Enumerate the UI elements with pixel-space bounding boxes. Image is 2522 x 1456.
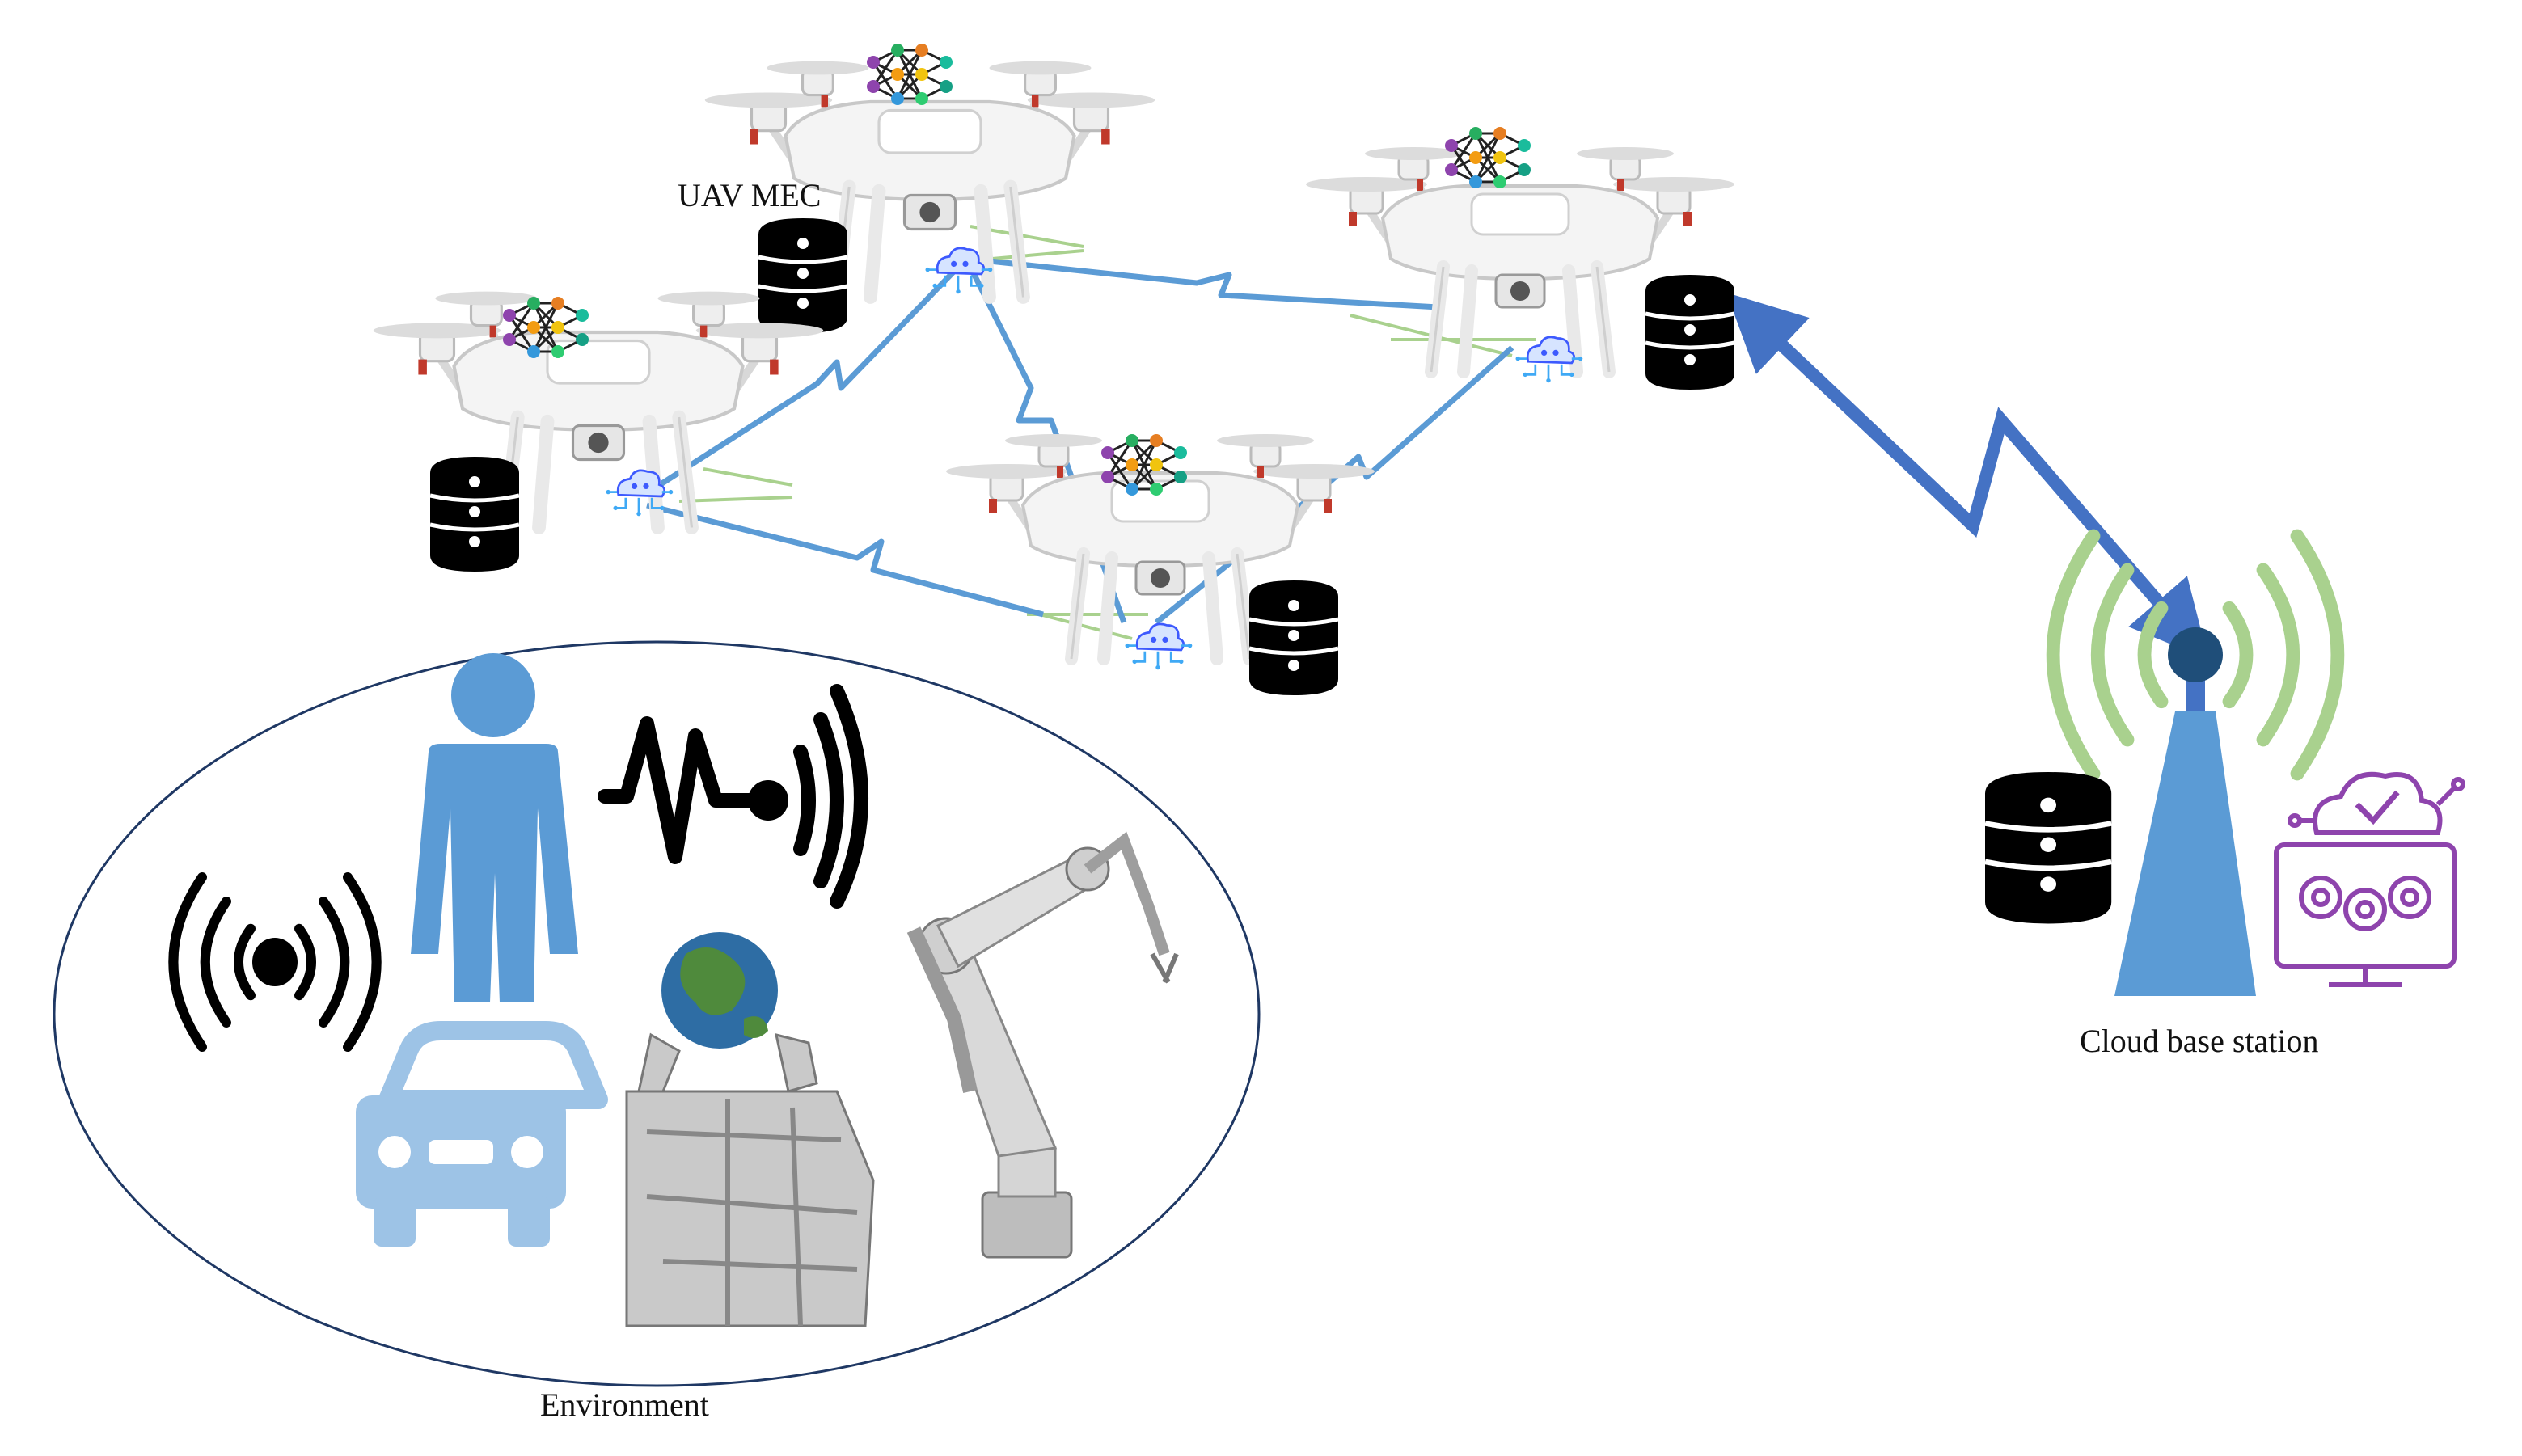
- database-icon: [1249, 580, 1338, 695]
- neural-network-icon: [1443, 125, 1532, 190]
- uav-center: [946, 434, 1375, 695]
- link-uav-left-to-center: [646, 502, 1044, 618]
- uav-mec-label: UAV MEC: [678, 177, 822, 213]
- backhaul-link: [1726, 293, 2209, 660]
- robot-hands-globe-icon: [625, 932, 875, 1327]
- cloud-gears-monitor-icon: [2274, 771, 2465, 987]
- antenna-tower-icon: [2114, 627, 2256, 996]
- database-icon: [758, 218, 847, 333]
- heartbeat-signal-icon: [598, 684, 868, 909]
- uav-left: [374, 292, 824, 572]
- environment-label: Environment: [540, 1386, 709, 1423]
- ai-cloud-chip-icon: [1124, 622, 1193, 671]
- cloud-base-station-label: Cloud base station: [2080, 1023, 2319, 1059]
- link-uav-top-to-right: [965, 255, 1440, 310]
- database-icon: [1985, 772, 2111, 923]
- link-uav-left-to-top: [645, 256, 969, 496]
- uav-right: [1306, 125, 1734, 390]
- database-icon: [1645, 275, 1734, 390]
- cloud-base-station: [1985, 536, 2465, 996]
- database-icon: [430, 457, 519, 572]
- person-icon: [411, 653, 578, 1002]
- broadcast-signal-icon: [173, 877, 376, 1047]
- ai-cloud-chip-icon: [605, 469, 674, 517]
- industrial-robot-arm-icon: [906, 831, 1179, 1259]
- environment-area: [53, 640, 1261, 1387]
- neural-network-icon: [865, 42, 954, 107]
- car-icon: [356, 1021, 608, 1247]
